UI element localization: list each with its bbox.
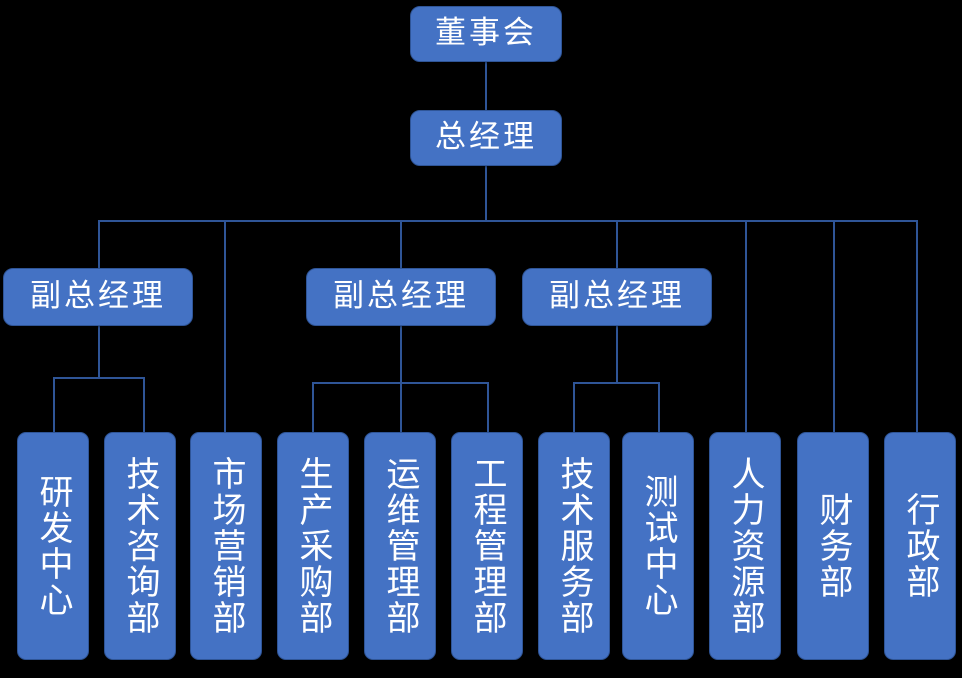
connector-bus-to-admin	[916, 220, 918, 433]
node-label-rd-center: 研发中心	[33, 474, 73, 618]
connector-vp1-to-tech-consulting	[143, 377, 145, 433]
node-label-vice-president-3: 副总经理	[549, 278, 685, 315]
node-marketing[interactable]: 市场营销部	[190, 432, 262, 660]
node-label-ops-management: 运维管理部	[380, 456, 420, 636]
node-label-engineering-management: 工程管理部	[467, 456, 507, 636]
node-vice-president-1[interactable]: 副总经理	[3, 268, 193, 326]
node-label-vice-president-2: 副总经理	[333, 278, 469, 315]
connector-vp1-stem	[98, 326, 100, 378]
connector-bus-to-vp2	[400, 220, 402, 268]
connector-bus-to-hr	[745, 220, 747, 433]
connector-main-bus	[98, 220, 917, 222]
connector-vp3-bus	[573, 382, 660, 384]
node-rd-center[interactable]: 研发中心	[17, 432, 89, 660]
node-vice-president-2[interactable]: 副总经理	[306, 268, 496, 326]
connector-vp1-to-rd	[53, 377, 55, 433]
node-test-center[interactable]: 测试中心	[622, 432, 694, 660]
connector-board-to-gm	[485, 62, 487, 112]
node-vice-president-3[interactable]: 副总经理	[522, 268, 712, 326]
node-tech-service[interactable]: 技术服务部	[538, 432, 610, 660]
connector-vp3-to-tech-service	[573, 382, 575, 433]
node-label-vice-president-1: 副总经理	[30, 278, 166, 315]
node-label-test-center: 测试中心	[638, 474, 678, 618]
node-label-tech-service: 技术服务部	[554, 456, 594, 636]
node-label-general-manager: 总经理	[435, 119, 537, 156]
connector-vp2-to-production	[312, 382, 314, 433]
connector-bus-to-finance	[833, 220, 835, 433]
connector-gm-stem	[485, 166, 487, 221]
node-administration[interactable]: 行政部	[884, 432, 956, 660]
node-general-manager[interactable]: 总经理	[410, 110, 562, 166]
node-label-production-procurement: 生产采购部	[293, 456, 333, 636]
node-board[interactable]: 董事会	[410, 6, 562, 62]
connector-vp3-stem	[616, 326, 618, 383]
node-production-procurement[interactable]: 生产采购部	[277, 432, 349, 660]
node-human-resources[interactable]: 人力资源部	[709, 432, 781, 660]
connector-vp3-to-test-center	[658, 382, 660, 433]
node-finance[interactable]: 财务部	[797, 432, 869, 660]
node-label-board: 董事会	[435, 15, 537, 52]
node-label-tech-consulting: 技术咨询部	[120, 456, 160, 636]
connector-bus-to-vp1	[98, 220, 100, 268]
node-ops-management[interactable]: 运维管理部	[364, 432, 436, 660]
node-label-finance: 财务部	[813, 492, 853, 600]
connector-vp1-bus	[53, 377, 145, 379]
connector-vp2-to-engineering	[487, 382, 489, 433]
node-label-administration: 行政部	[900, 492, 940, 600]
connector-vp2-stem	[400, 326, 402, 383]
node-engineering-management[interactable]: 工程管理部	[451, 432, 523, 660]
connector-bus-to-marketing	[224, 220, 226, 433]
node-label-marketing: 市场营销部	[206, 456, 246, 636]
node-label-human-resources: 人力资源部	[725, 456, 765, 636]
connector-vp2-to-ops	[400, 382, 402, 433]
connector-bus-to-vp3	[616, 220, 618, 268]
node-tech-consulting[interactable]: 技术咨询部	[104, 432, 176, 660]
